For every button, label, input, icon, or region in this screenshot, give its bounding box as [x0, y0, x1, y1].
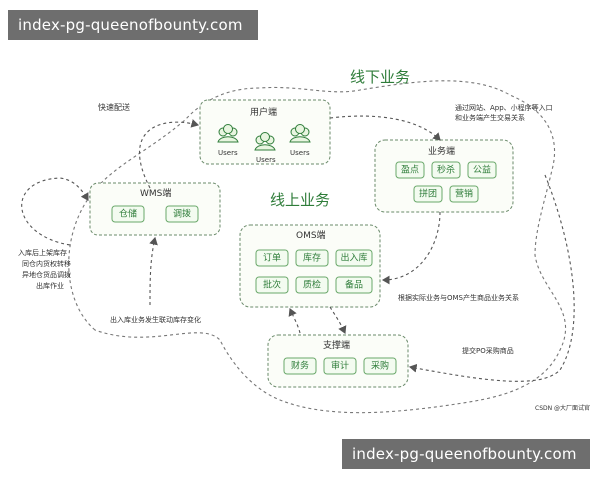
svg-text:批次: 批次 [263, 279, 281, 291]
business-chip-1: 盈点 [395, 161, 425, 179]
oms-chip-5: 质检 [295, 276, 329, 294]
wms-end-title: WMS端 [140, 187, 171, 199]
note-warehouse-4: 出库作业 [36, 281, 64, 290]
note-stock-change: 出入库业务发生联动库存变化 [110, 315, 201, 324]
support-end-title: 支撑端 [323, 339, 350, 351]
svg-text:秒杀: 秒杀 [437, 164, 455, 176]
flow-business-to-oms [381, 211, 441, 285]
flow-oms-to-wms [149, 236, 158, 306]
svg-text:审计: 审计 [331, 360, 349, 372]
user-label-2: Users [256, 156, 276, 164]
svg-text:盈点: 盈点 [401, 165, 419, 176]
flow-left-loop [21, 177, 89, 246]
flow-oms-to-support [329, 306, 347, 335]
note-warehouse-2: 同仓内货权转移 [22, 259, 71, 268]
support-chip-2: 审计 [323, 357, 357, 375]
oms-chip-2: 库存 [295, 249, 329, 267]
user-end-title: 用户端 [250, 106, 277, 118]
business-chip-2: 秒杀 [431, 161, 461, 179]
online-title: 线上业务 [270, 191, 330, 209]
svg-text:备品: 备品 [345, 279, 363, 291]
watermark-banner-bottom: index-pg-queenofbounty.com [342, 439, 590, 469]
svg-text:库存: 库存 [303, 252, 321, 264]
business-end-title: 业务端 [428, 145, 455, 157]
users-icon [217, 124, 311, 151]
oms-chip-4: 批次 [255, 276, 289, 294]
svg-text:营销: 营销 [455, 188, 473, 200]
note-warehouse-1: 入库后上架库存 [18, 248, 67, 257]
wms-chip-2: 调拨 [165, 205, 199, 223]
svg-text:拼团: 拼团 [419, 188, 437, 200]
watermark-banner-top: index-pg-queenofbounty.com [8, 10, 258, 40]
outer-boundary [68, 80, 566, 414]
flow-user-to-business [329, 115, 441, 141]
note-po: 提交PO采购商品 [462, 346, 514, 355]
note-oms-relation: 根据实际业务与OMS产生商品业务关系 [398, 293, 519, 302]
oms-chip-6: 备品 [335, 276, 373, 294]
oms-end-title: OMS端 [296, 229, 326, 241]
user-label-1: Users [218, 149, 238, 157]
business-chip-5: 营销 [449, 185, 479, 203]
offline-title: 线下业务 [350, 68, 410, 86]
flow-po [408, 174, 575, 382]
business-chip-3: 公益 [467, 161, 497, 179]
note-fast-delivery: 快速配送 [98, 102, 130, 112]
svg-text:仓储: 仓储 [119, 208, 137, 220]
oms-chip-1: 订单 [255, 249, 289, 267]
svg-text:调拨: 调拨 [173, 208, 191, 220]
svg-text:公益: 公益 [473, 164, 491, 176]
svg-text:采购: 采购 [371, 360, 389, 372]
oms-chip-3: 出入库 [335, 249, 373, 267]
note-channels-1: 通过网站、App、小程序等入口 [455, 103, 553, 112]
support-chip-1: 财务 [283, 357, 317, 375]
user-label-3: Users [290, 149, 310, 157]
flow-support-to-oms [288, 307, 301, 334]
svg-text:财务: 财务 [291, 360, 309, 372]
note-warehouse-3: 异地仓货品调拨 [22, 270, 71, 279]
svg-text:出入库: 出入库 [340, 252, 367, 264]
watermark: CSDN @大厂面试官 [535, 404, 590, 412]
wms-chip-1: 仓储 [111, 205, 145, 223]
support-chip-3: 采购 [363, 357, 397, 375]
flow-fast-delivery [138, 119, 200, 189]
business-chip-4: 拼团 [413, 185, 443, 203]
note-channels-2: 和业务端产生交易关系 [455, 113, 525, 122]
svg-text:质检: 质检 [303, 279, 321, 291]
svg-text:订单: 订单 [263, 252, 281, 264]
